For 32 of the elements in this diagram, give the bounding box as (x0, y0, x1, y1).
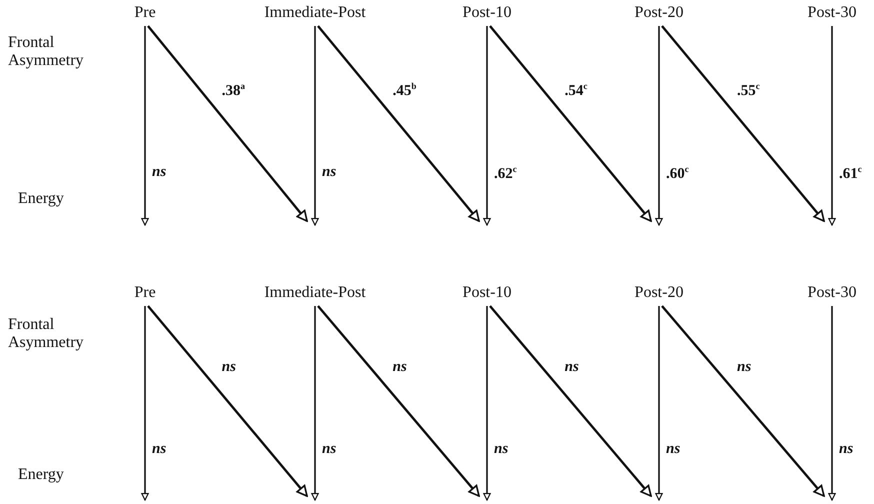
arrow (828, 306, 836, 501)
row-label: Energy (18, 190, 65, 208)
time-point-label: Post-10 (462, 284, 512, 302)
arrow (661, 25, 825, 222)
arrow (311, 26, 319, 226)
time-point-label: Post-30 (808, 4, 856, 22)
arrow (661, 305, 825, 497)
arrow (317, 25, 480, 222)
arrow (141, 26, 149, 226)
arrow (147, 305, 308, 497)
time-point-label: Post-10 (462, 4, 512, 22)
time-point-label: Immediate-Post (264, 4, 366, 22)
row-label: Frontal Asymmetry (8, 316, 85, 352)
time-point-label: Pre (134, 4, 156, 22)
arrow (489, 25, 652, 222)
arrow (311, 306, 319, 501)
arrow (655, 26, 663, 226)
time-point-label: Pre (134, 284, 156, 302)
arrow (141, 306, 149, 501)
time-point-label: Post-30 (808, 284, 856, 302)
time-point-label: Immediate-Post (264, 284, 366, 302)
time-point-label: Post-20 (634, 4, 684, 22)
arrow (655, 306, 663, 501)
arrow (828, 26, 836, 226)
arrow (489, 305, 652, 497)
row-label: Frontal Asymmetry (8, 34, 85, 70)
row-label: Energy (18, 466, 65, 484)
arrow (317, 305, 480, 497)
arrow (147, 25, 308, 222)
time-point-label: Post-20 (634, 284, 684, 302)
arrow (483, 306, 491, 501)
arrow (483, 26, 491, 226)
